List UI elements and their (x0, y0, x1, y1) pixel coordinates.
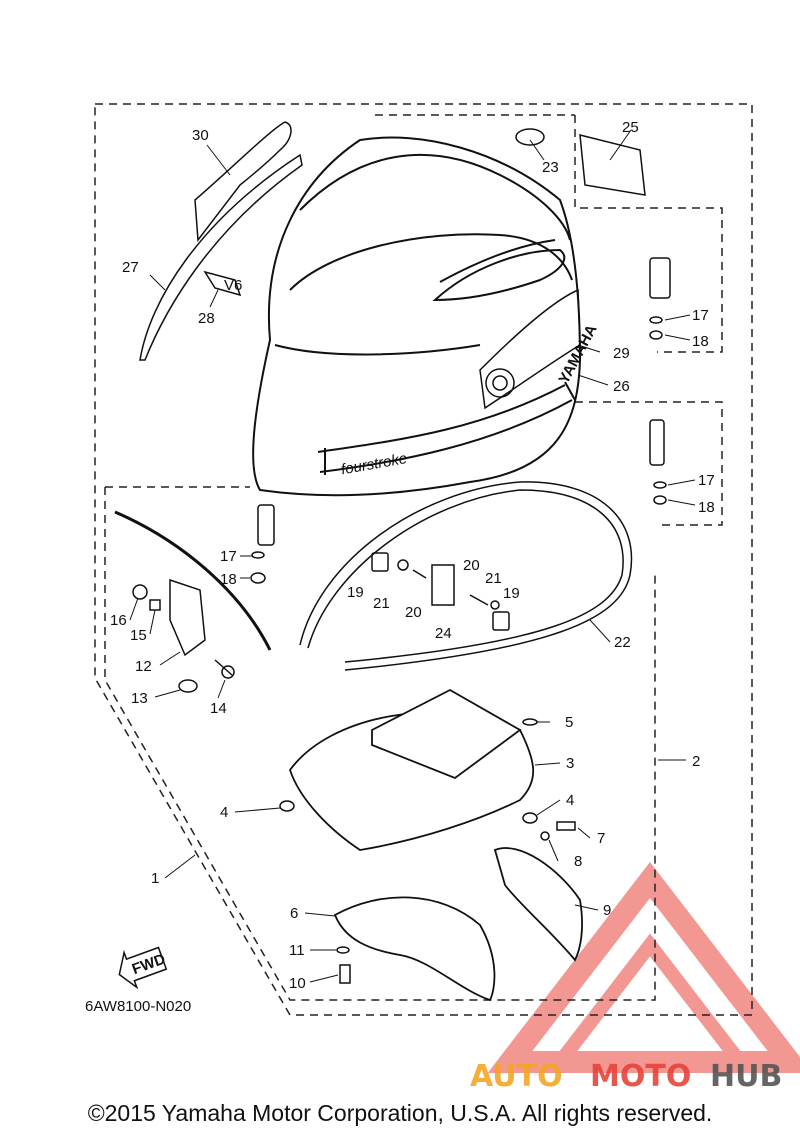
callout-27: 27 (122, 259, 139, 276)
assembly-boundaries (94, 103, 753, 1016)
callout-numbers: 30 23 25 27 28 17 18 29 26 17 18 17 18 1… (110, 119, 715, 992)
callout-21: 21 (373, 595, 390, 612)
bottom-cowling (288, 688, 583, 1002)
callout-17: 17 (220, 548, 237, 565)
callout-4: 4 (220, 804, 228, 821)
callout-8: 8 (574, 853, 582, 870)
callout-10: 10 (289, 975, 306, 992)
callout-13: 13 (131, 690, 148, 707)
callout-20: 20 (463, 557, 480, 574)
callout-18: 18 (698, 499, 715, 516)
copyright-notice: ©2015 Yamaha Motor Corporation, U.S.A. A… (87, 1100, 713, 1126)
v6-badge: V6 (224, 277, 242, 294)
callout-6: 6 (290, 905, 298, 922)
callout-18: 18 (692, 333, 709, 350)
callout-22: 22 (614, 634, 631, 651)
callout-24: 24 (435, 625, 452, 642)
watermark-moto: MOTO (590, 1059, 691, 1094)
callout-4: 4 (566, 792, 574, 809)
callout-14: 14 (210, 700, 227, 717)
forward-arrow-icon: FWD (118, 946, 168, 990)
callout-28: 28 (198, 310, 215, 327)
callout-17: 17 (698, 472, 715, 489)
seal-rubber (299, 481, 633, 671)
callout-5: 5 (565, 714, 573, 731)
callout-26: 26 (613, 378, 630, 395)
bracket-hardware (371, 552, 510, 631)
callout-12: 12 (135, 658, 152, 675)
callout-17: 17 (692, 307, 709, 324)
callout-15: 15 (130, 627, 147, 644)
callout-21: 21 (485, 570, 502, 587)
callout-20: 20 (405, 604, 422, 621)
latch-hardware (250, 257, 671, 584)
callout-18: 18 (220, 571, 237, 588)
fastener-hardware (279, 718, 576, 984)
watermark-auto: AUTO (470, 1059, 563, 1094)
watermark-text: AUTO MOTO HUB (470, 1059, 782, 1094)
callout-9: 9 (603, 902, 611, 919)
yamaha-decal (479, 288, 581, 410)
watermark-hub: HUB (710, 1059, 782, 1094)
callout-16: 16 (110, 612, 127, 629)
callout-7: 7 (597, 830, 605, 847)
callout-29: 29 (613, 345, 630, 362)
callout-23: 23 (542, 159, 559, 176)
top-cowling (252, 136, 582, 497)
side-decals (139, 121, 303, 361)
callout-19: 19 (347, 584, 364, 601)
leader-lines (129, 129, 696, 983)
latch-assembly (114, 510, 272, 693)
callout-19: 19 (503, 585, 520, 602)
callout-2: 2 (692, 753, 700, 770)
callout-11: 11 (289, 942, 305, 959)
watermark-logo (487, 861, 800, 1073)
callout-25: 25 (622, 119, 639, 136)
callout-1: 1 (151, 870, 159, 887)
callout-3: 3 (566, 755, 574, 772)
callout-30: 30 (192, 127, 209, 144)
drawing-code: 6AW8100-N020 (85, 998, 191, 1015)
yamaha-emblem-icon (485, 368, 515, 398)
